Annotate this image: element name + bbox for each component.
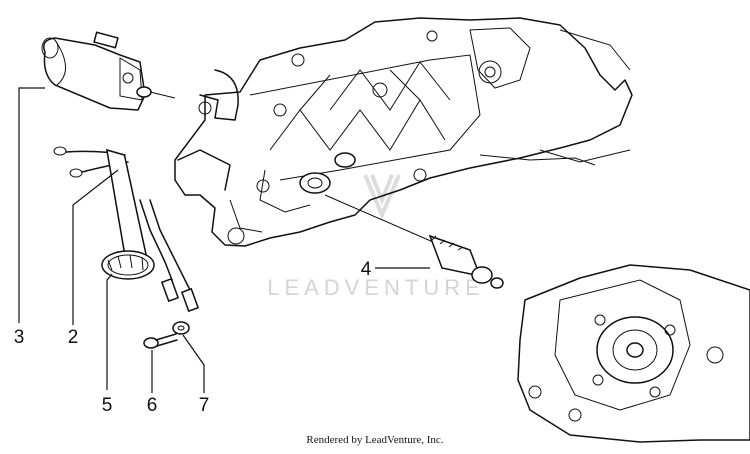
callout-label: 5 (102, 395, 113, 416)
starter-motor (41, 31, 176, 111)
watermark-text: LEADVENTURE (267, 275, 485, 300)
screw-and-washer (143, 321, 190, 349)
callout-label: 3 (14, 327, 25, 348)
wiring-harness (53, 146, 200, 313)
hose-clamp (101, 250, 155, 280)
starter-drive-gear (324, 194, 504, 289)
crankcase-housing (174, 17, 633, 247)
callout-label: 4 (361, 259, 372, 280)
side-cover (517, 264, 750, 443)
watermark: LEADVENTURE (267, 174, 485, 300)
callout-label: 7 (199, 395, 210, 416)
leader-lines (18, 87, 430, 393)
credit-text: Rendered by LeadVenture, Inc. (306, 434, 443, 446)
callout-label: 2 (68, 327, 79, 348)
mount-bracket (177, 69, 239, 191)
callout-label: 6 (147, 395, 158, 416)
